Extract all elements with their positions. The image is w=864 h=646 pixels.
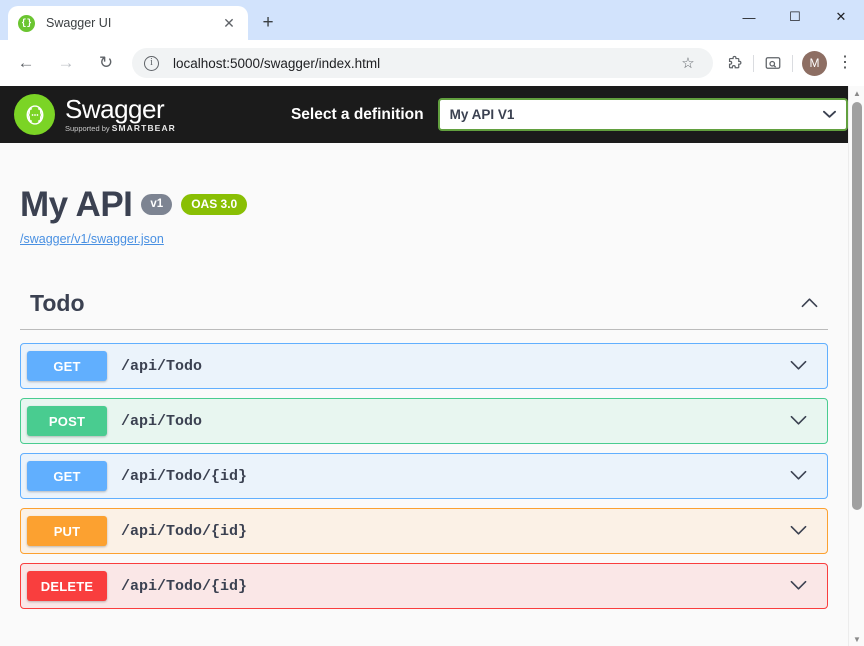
http-method-badge: POST: [27, 406, 107, 436]
chevron-down-icon: [822, 108, 836, 122]
window-maximize-button[interactable]: ☐: [789, 9, 801, 24]
tab-title: Swagger UI: [46, 16, 112, 30]
page-scrollbar[interactable]: ▲ ▼: [848, 86, 864, 646]
select-definition-label: Select a definition: [290, 105, 424, 123]
api-info: My API v1 OAS 3.0 /swagger/v1/swagger.js…: [0, 143, 848, 246]
http-method-badge: GET: [27, 461, 107, 491]
operation-row[interactable]: GET /api/Todo: [20, 343, 828, 389]
toolbar-divider-2: [792, 54, 793, 72]
operation-row[interactable]: GET /api/Todo/{id}: [20, 453, 828, 499]
logo-sub-brand: SMARTBEAR: [111, 123, 176, 134]
operation-row[interactable]: POST /api/Todo: [20, 398, 828, 444]
operation-row[interactable]: PUT /api/Todo/{id}: [20, 508, 828, 554]
http-method-badge: GET: [27, 351, 107, 381]
chevron-up-icon: [801, 295, 818, 312]
scrollbar-track[interactable]: [849, 100, 864, 632]
operation-path: /api/Todo: [121, 357, 203, 375]
operation-path: /api/Todo/{id}: [121, 577, 248, 595]
page-viewport: Swagger Supported by SMARTBEAR Select a …: [0, 86, 864, 646]
operation-path: /api/Todo/{id}: [121, 467, 248, 485]
oas-version-badge: OAS 3.0: [181, 193, 248, 216]
http-method-badge: DELETE: [27, 571, 107, 601]
new-tab-button[interactable]: +: [262, 12, 274, 33]
operation-row[interactable]: DELETE /api/Todo/{id}: [20, 563, 828, 609]
bookmark-star-icon[interactable]: ☆: [681, 55, 695, 72]
browser-toolbar: ← → ↻ i localhost:5000/swagger/index.htm…: [0, 40, 864, 86]
swagger-logo-text: Swagger: [65, 94, 165, 125]
profile-avatar[interactable]: M: [802, 50, 827, 76]
tag-name: Todo: [30, 290, 85, 316]
address-bar-url: localhost:5000/swagger/index.html: [173, 55, 381, 71]
search-tab-icon[interactable]: [758, 48, 788, 78]
page-title: My API: [20, 185, 133, 224]
back-button[interactable]: ←: [17, 53, 35, 72]
chevron-down-icon[interactable]: [790, 524, 807, 539]
scrollbar-thumb[interactable]: [852, 102, 862, 510]
window-controls: — ☐ ✕: [726, 0, 864, 34]
chevron-down-icon[interactable]: [790, 579, 807, 594]
api-version-badge: v1: [141, 194, 173, 215]
operation-path: /api/Todo/{id}: [121, 522, 248, 540]
swagger-favicon-icon: {}: [18, 14, 35, 32]
browser-menu-icon[interactable]: ⋮: [837, 54, 853, 71]
chevron-down-icon[interactable]: [790, 414, 807, 429]
logo-sub-prefix: Supported by: [65, 124, 110, 134]
window-minimize-button[interactable]: —: [742, 9, 756, 25]
scrollbar-up-arrow[interactable]: ▲: [853, 88, 861, 98]
operation-path: /api/Todo: [121, 412, 203, 430]
tag-header-todo[interactable]: Todo: [20, 290, 828, 330]
address-bar[interactable]: i localhost:5000/swagger/index.html ☆: [132, 48, 713, 78]
swagger-logo-subtitle: Supported by SMARTBEAR: [65, 124, 176, 133]
swagger-logo-icon: [14, 94, 55, 135]
chevron-down-icon[interactable]: [790, 359, 807, 374]
tab-close-icon[interactable]: ✕: [223, 14, 235, 31]
toolbar-divider: [753, 54, 754, 72]
api-title-row: My API v1 OAS 3.0: [20, 187, 828, 222]
browser-tab-swagger-ui[interactable]: {} Swagger UI ✕: [8, 6, 248, 40]
scrollbar-down-arrow[interactable]: ▼: [853, 634, 861, 644]
operations-list: GET /api/Todo POST /api/Todo: [20, 343, 828, 609]
tag-section-todo: Todo GET /api/Todo: [0, 290, 848, 609]
chevron-down-icon[interactable]: [790, 469, 807, 484]
definition-select-value: My API V1: [449, 107, 515, 122]
swagger-logo[interactable]: Swagger Supported by SMARTBEAR: [14, 94, 176, 135]
swagger-topbar: Swagger Supported by SMARTBEAR Select a …: [0, 86, 848, 143]
http-method-badge: PUT: [27, 516, 107, 546]
swagger-json-link[interactable]: /swagger/v1/swagger.json: [20, 232, 164, 246]
tab-strip: {} Swagger UI ✕ + — ☐ ✕: [0, 0, 864, 40]
site-info-icon[interactable]: i: [144, 55, 159, 71]
reload-button[interactable]: ↻: [98, 53, 114, 72]
extensions-puzzle-icon[interactable]: [719, 48, 749, 78]
swagger-ui-page: Swagger Supported by SMARTBEAR Select a …: [0, 86, 848, 609]
definition-select[interactable]: My API V1: [437, 98, 848, 131]
forward-button[interactable]: →: [57, 53, 75, 72]
window-close-button[interactable]: ✕: [835, 9, 847, 24]
